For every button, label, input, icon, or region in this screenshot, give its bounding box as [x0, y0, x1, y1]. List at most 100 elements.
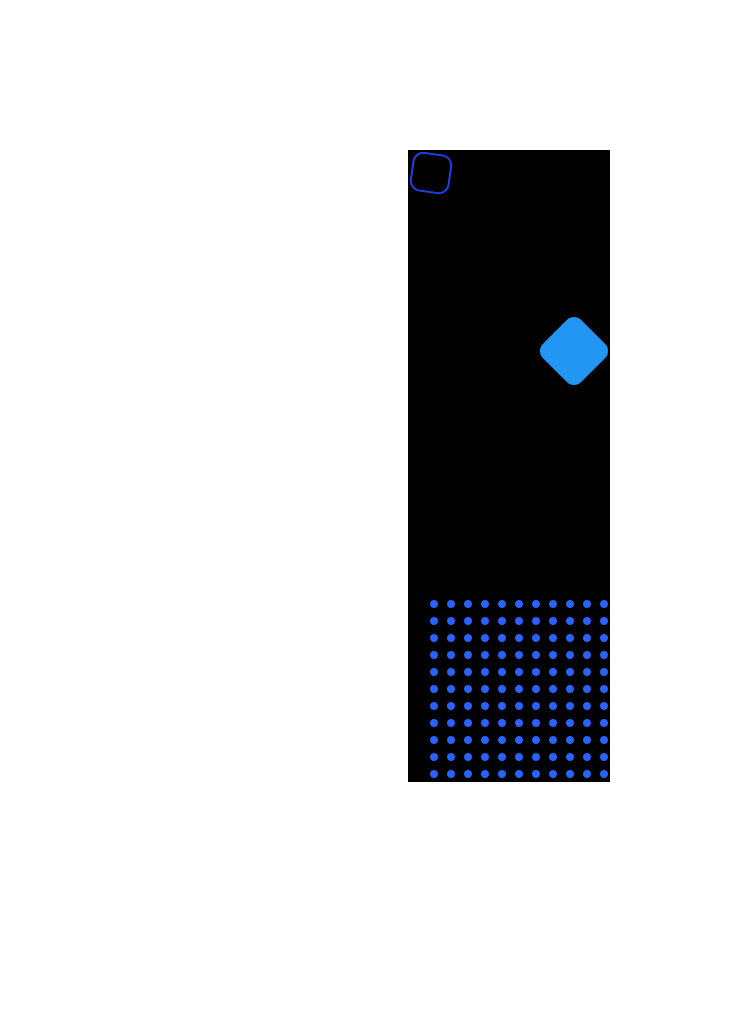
dot — [583, 719, 591, 727]
dot — [566, 600, 574, 608]
dot — [447, 719, 455, 727]
dot — [447, 736, 455, 744]
dot — [549, 634, 557, 642]
dot — [532, 702, 540, 710]
dot — [481, 685, 489, 693]
dot — [583, 668, 591, 676]
dot — [430, 719, 438, 727]
decorative-panel — [408, 150, 610, 782]
dot — [566, 702, 574, 710]
dot — [464, 617, 472, 625]
dot — [532, 719, 540, 727]
dot — [447, 600, 455, 608]
dot — [566, 770, 574, 778]
dot — [532, 685, 540, 693]
dot — [566, 634, 574, 642]
dot — [464, 668, 472, 676]
dot — [430, 770, 438, 778]
dot — [549, 719, 557, 727]
dot — [583, 634, 591, 642]
dot — [600, 685, 608, 693]
dot — [515, 617, 523, 625]
dot — [464, 736, 472, 744]
dot — [464, 685, 472, 693]
dot — [498, 719, 506, 727]
dot — [515, 600, 523, 608]
dot — [583, 600, 591, 608]
dot — [447, 651, 455, 659]
dot — [600, 617, 608, 625]
dot — [515, 736, 523, 744]
dot — [566, 668, 574, 676]
dot — [515, 719, 523, 727]
dot — [515, 685, 523, 693]
dot — [549, 685, 557, 693]
dot — [481, 770, 489, 778]
dot — [447, 617, 455, 625]
dot — [447, 702, 455, 710]
dot — [498, 600, 506, 608]
dot — [430, 651, 438, 659]
dot — [430, 685, 438, 693]
dot — [549, 702, 557, 710]
dot — [464, 600, 472, 608]
dot — [532, 770, 540, 778]
dot — [532, 634, 540, 642]
dot — [481, 753, 489, 761]
dot — [481, 617, 489, 625]
dot — [600, 668, 608, 676]
dot — [498, 651, 506, 659]
dot — [600, 651, 608, 659]
dot — [464, 719, 472, 727]
dot — [481, 719, 489, 727]
dot — [447, 668, 455, 676]
dot — [549, 736, 557, 744]
dot — [532, 668, 540, 676]
dot — [430, 736, 438, 744]
dot — [549, 668, 557, 676]
dot — [515, 634, 523, 642]
dot — [498, 753, 506, 761]
dot — [549, 753, 557, 761]
dot — [481, 702, 489, 710]
dot — [532, 753, 540, 761]
dot — [447, 634, 455, 642]
dot — [481, 651, 489, 659]
dot — [515, 753, 523, 761]
dot — [447, 753, 455, 761]
dot — [498, 685, 506, 693]
dot — [498, 702, 506, 710]
dot — [532, 651, 540, 659]
dot — [515, 651, 523, 659]
dot — [430, 668, 438, 676]
dot — [430, 702, 438, 710]
dot — [498, 634, 506, 642]
dot — [600, 634, 608, 642]
dot — [464, 702, 472, 710]
dot — [600, 770, 608, 778]
dot — [481, 634, 489, 642]
dot — [583, 753, 591, 761]
dot — [549, 617, 557, 625]
dot — [498, 668, 506, 676]
dot — [549, 770, 557, 778]
dot-grid — [430, 600, 608, 778]
dot — [583, 617, 591, 625]
outlined-square-shape — [408, 150, 454, 196]
solid-square-shape — [535, 312, 610, 390]
dot — [566, 685, 574, 693]
dot — [464, 770, 472, 778]
dot — [600, 719, 608, 727]
dot — [515, 668, 523, 676]
dot — [430, 600, 438, 608]
dot — [447, 770, 455, 778]
dot — [583, 685, 591, 693]
dot — [464, 651, 472, 659]
dot — [566, 617, 574, 625]
dot — [498, 770, 506, 778]
dot — [532, 600, 540, 608]
dot — [583, 770, 591, 778]
dot — [498, 617, 506, 625]
dot — [549, 600, 557, 608]
